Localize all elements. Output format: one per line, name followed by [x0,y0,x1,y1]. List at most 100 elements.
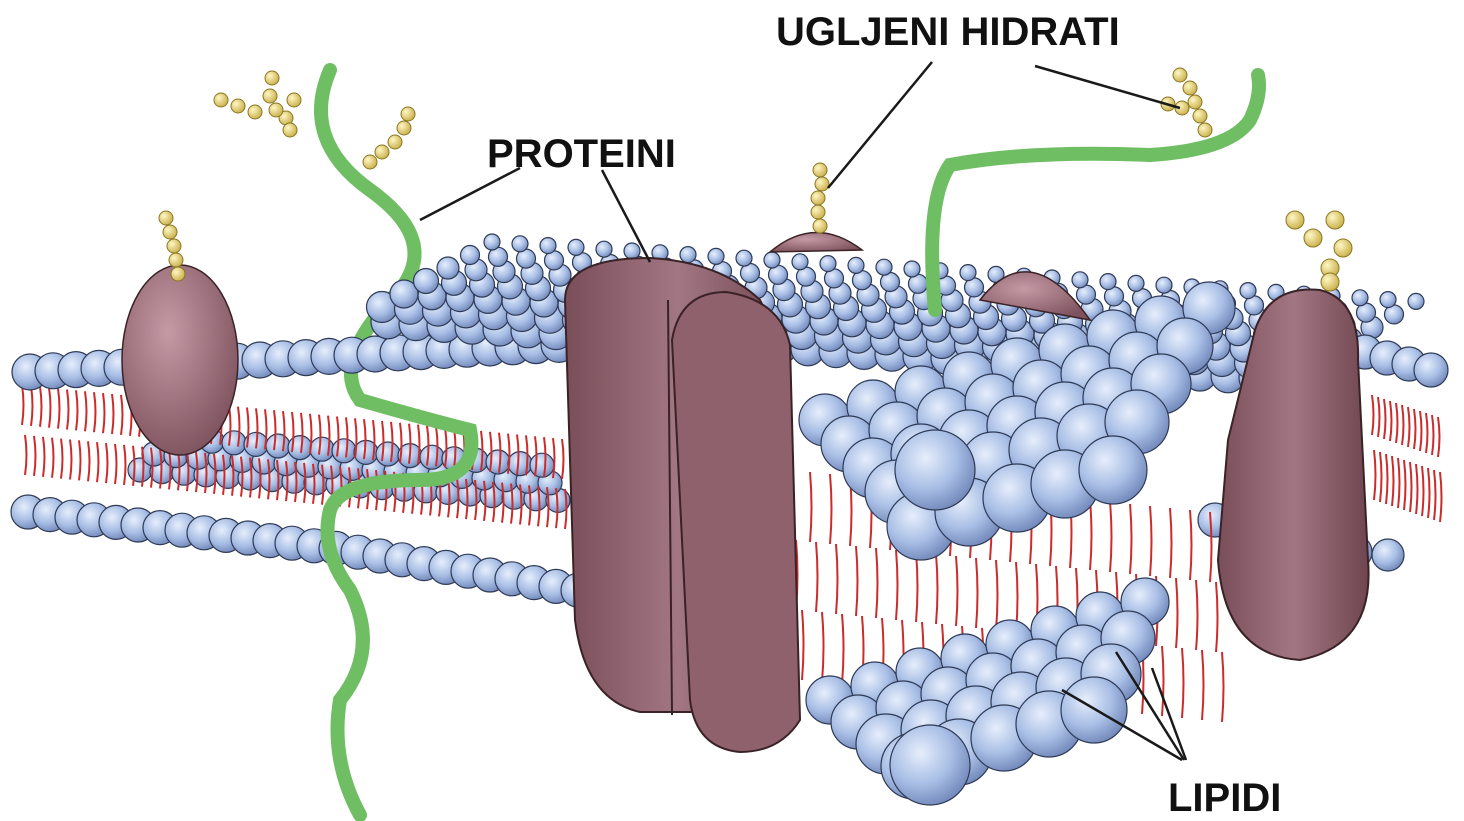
protein-peripheral-dome [770,232,862,252]
lipid-head-surface [596,241,612,257]
lipid-head-surface [568,239,584,255]
lipid-head [1414,353,1448,387]
lipid-head-surface [540,238,556,254]
lipid-head-back [420,445,444,469]
sugar-unit [811,205,825,219]
sugar-unit [1173,68,1187,82]
lipid-tail [1372,395,1374,435]
lipid-tail [247,408,249,448]
lipid-tail [121,395,123,435]
lipid-tail [1428,468,1430,518]
sugar-unit [1321,273,1339,291]
lipid-tail [103,393,105,433]
lipid-head-surface [848,257,864,273]
sugar-unit [231,99,245,113]
lipid-head-surface [1380,292,1396,308]
lipid-tail [996,560,998,630]
lipid-head-surface [736,250,752,266]
lipid-tail [1190,510,1192,580]
sugar-unit [269,103,283,117]
lipid-tail [1392,456,1394,506]
lipid-tail [346,417,348,457]
lipid-head-back [222,431,246,455]
carbohydrate-chain-right-b [1286,211,1352,291]
sugar-unit [167,239,181,253]
lipid-tail [1150,506,1152,576]
lipid-tail [94,392,96,432]
lipid-head-surface [1128,275,1144,291]
sugar-unit [388,135,402,149]
lipid-tail [1182,648,1184,718]
sugar-unit [1183,81,1197,95]
sugar-unit [214,93,228,107]
lipid-tail [445,427,447,467]
lipid-tail [1216,582,1218,652]
lipid-head-surface [680,247,696,263]
protein-channel-front [672,292,800,752]
lipid-tail [830,474,832,544]
lipid-head-cutaway [1079,436,1147,504]
lipid-tail [112,394,114,434]
lipid-head-surface [764,252,780,268]
lipid-tail [1202,650,1204,720]
lipid-head-surface [437,257,459,279]
lipid-tail [1374,450,1376,500]
sugar-unit [815,177,829,191]
lipid-tail [238,407,240,447]
lipid-tail [25,435,27,475]
lipid-tail [49,388,51,428]
lipid-tail [1090,500,1092,570]
lipid-tail [418,425,420,465]
lipid-head-surface [792,254,808,270]
lipid-head-surface [1072,272,1088,288]
sugar-unit [248,105,262,119]
lipid-head-back [332,439,356,463]
carbohydrate-chain-right-a [1161,68,1212,137]
lipid-tail [1440,472,1442,522]
lipid-tail [115,444,117,484]
lipid-head-surface [708,248,724,264]
lipid-tail [1396,403,1398,443]
sugar-unit [171,267,185,281]
sugar-unit [1286,211,1304,229]
lipid-tail [256,408,258,448]
lipid-tail [40,387,42,427]
lipid-head-back [530,453,554,477]
lipid-tail [1434,470,1436,520]
lipid-tail [1162,646,1164,716]
sugar-unit [363,155,377,169]
lipid-head-surface [512,236,528,252]
lipid-tail [810,472,812,542]
lipid-tail [337,417,339,457]
lipid-tail [1402,405,1404,445]
lipid-head-surface [1352,290,1368,306]
lipid-tail [106,443,108,483]
lipid-tail [1420,411,1422,451]
lipid-tail [61,439,63,479]
lipid-tail [79,440,81,480]
lipid-tail [916,552,918,622]
lipid-tail [373,420,375,460]
sugar-unit [401,107,415,121]
lipid-tail [1414,409,1416,449]
lipid-tail [52,438,54,478]
lipid-tail [67,390,69,430]
lipid-tail [490,432,492,472]
lipid-tail [43,437,45,477]
lipid-tail [88,441,90,481]
lipid-head-surface [461,246,480,265]
lipid-tail [31,386,33,426]
lipid-tail [876,548,878,618]
lipid-tail [1416,464,1418,514]
lipid-head-surface [1100,274,1116,290]
lipid-tail [34,436,36,476]
lipid-tail [508,434,510,474]
lipid-tail [301,413,303,453]
lipid-tail [328,416,330,456]
lipid-tail [562,439,564,479]
lipid-tail [1210,512,1212,582]
lipid-tail [97,442,99,482]
lipid-tail [816,542,818,612]
lipid-tail [85,391,87,431]
